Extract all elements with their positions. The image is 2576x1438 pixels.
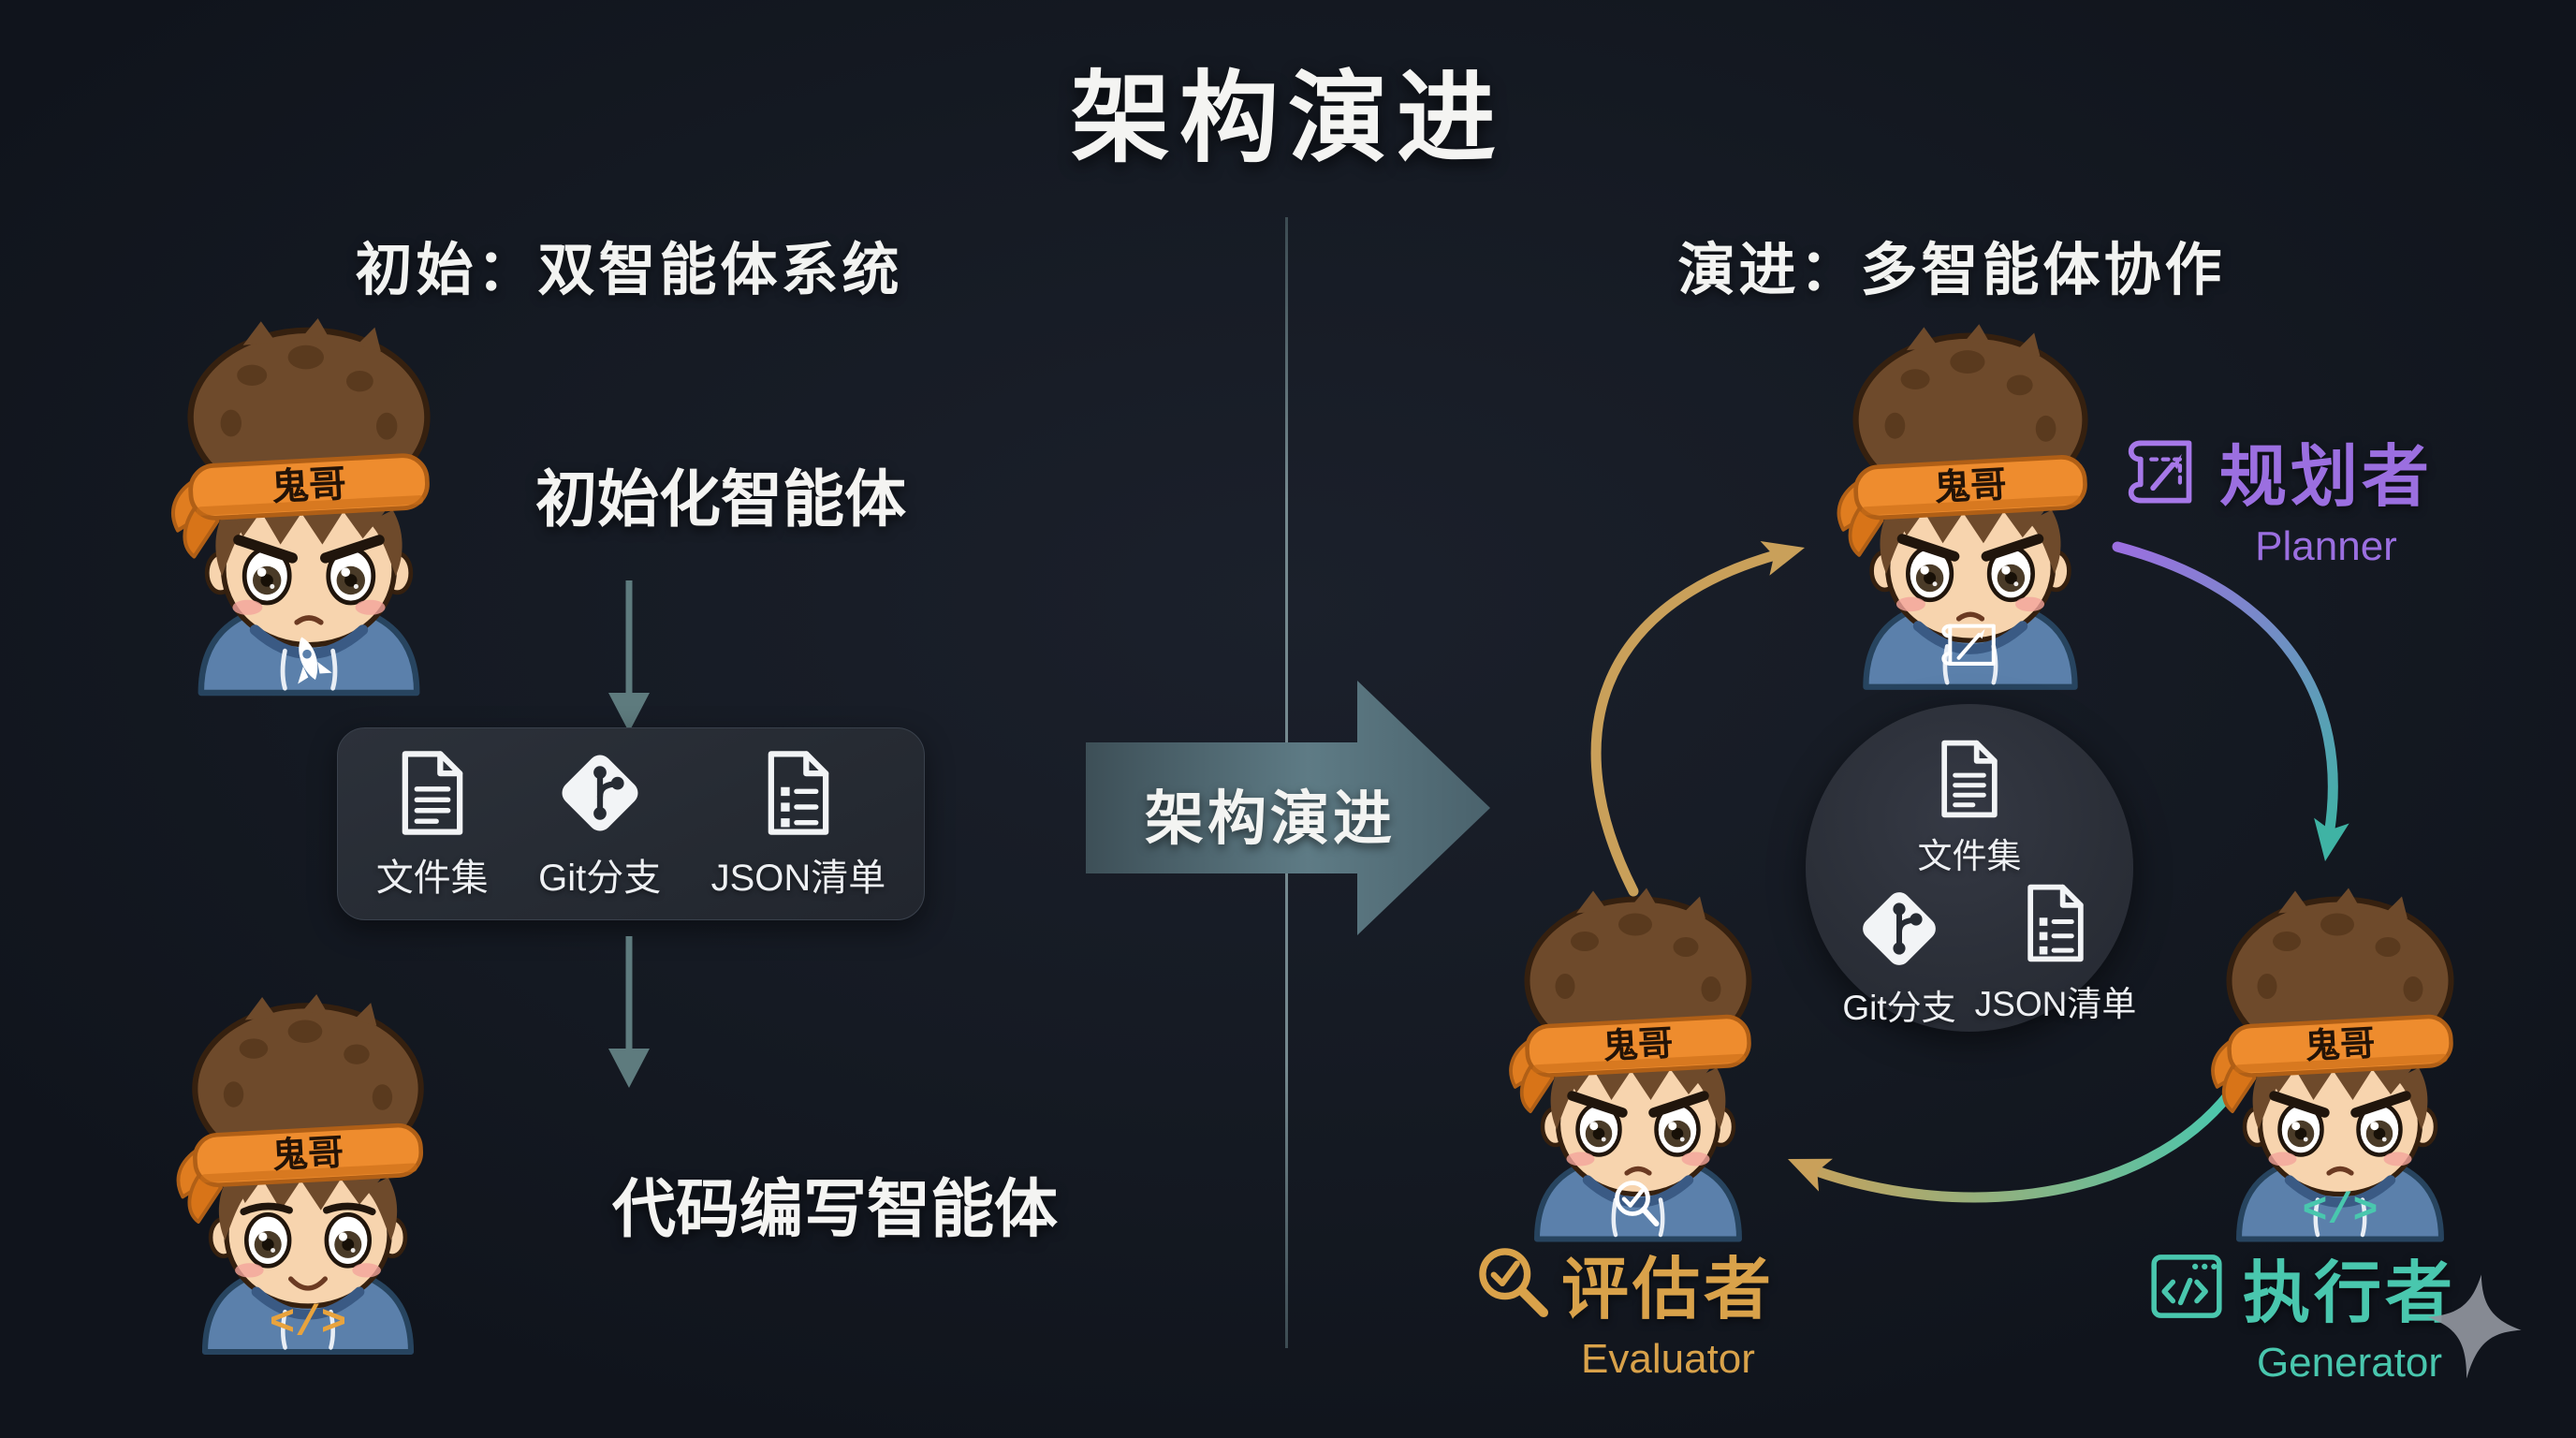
blueprint-emblem-icon	[1941, 624, 1996, 666]
planner-label-en: Planner	[2255, 523, 2397, 569]
artifact-item: Git分支	[538, 746, 661, 902]
evaluator-label-zh: 评估者	[1560, 1253, 1775, 1328]
planner-agent-avatar: 鬼哥	[1825, 324, 2115, 687]
evaluator-agent-avatar: 鬼哥	[1498, 888, 1778, 1240]
artifact-label: 文件集	[375, 858, 489, 899]
hub-item: 文件集	[1806, 736, 2133, 878]
git-branch-icon	[1854, 884, 1944, 974]
generator-label-zh: 执行者	[2242, 1256, 2456, 1331]
coder-agent-label: 代码编写智能体	[611, 1174, 1058, 1245]
hub-label: JSON清单	[1974, 985, 2137, 1023]
git-branch-icon	[553, 746, 647, 840]
artifacts-box: 文件集 Git分支 JSON清单	[337, 727, 925, 920]
planner-label-group: 规划者 Planner	[2209, 421, 2443, 570]
headband-text: 鬼哥	[2304, 1023, 2376, 1066]
headband-text: 鬼哥	[1933, 464, 2008, 508]
document-icon	[1926, 736, 2012, 822]
evaluator-magnifier-icon	[1471, 1240, 1554, 1323]
artifact-label: Git分支	[538, 858, 662, 899]
artifact-label: JSON清单	[710, 858, 886, 899]
right-section-header: 演进：多智能体协作	[1677, 238, 2226, 301]
evolution-arrow-label: 架构演进	[1145, 786, 1396, 852]
document-icon	[386, 746, 479, 840]
artifact-item: 文件集	[376, 746, 489, 902]
down-arrow-icon	[608, 580, 650, 732]
down-arrow-icon	[608, 936, 650, 1088]
generator-label-en: Generator	[2256, 1340, 2443, 1386]
code-emblem-icon: </>	[270, 1299, 347, 1348]
evolution-arrow	[1086, 681, 1490, 935]
generator-code-window-icon	[2145, 1245, 2228, 1328]
left-section-header: 初始：双智能体系统	[355, 238, 903, 301]
hub-item: JSON清单	[1957, 876, 2154, 1026]
generator-agent-avatar: 鬼哥 </>	[2200, 888, 2481, 1240]
artifact-item: JSON清单	[711, 746, 886, 902]
generator-label-group: 执行者 Generator	[2237, 1238, 2462, 1387]
json-list-icon	[752, 746, 845, 840]
sparkle-icon	[2427, 1274, 2522, 1379]
headband-text: 鬼哥	[1602, 1023, 1674, 1066]
headband-text: 鬼哥	[271, 1132, 345, 1176]
planner-label-zh: 规划者	[2218, 440, 2433, 515]
page-title: 架构演进	[1071, 64, 1505, 174]
evaluator-label-group: 评估者 Evaluator	[1556, 1234, 1780, 1383]
cycle-arrows	[1590, 541, 2349, 1203]
rocket-icon	[298, 637, 332, 684]
coder-agent-avatar: 鬼哥 </>	[165, 994, 451, 1352]
shared-artifacts-hub: 文件集 Git分支 JSON清单	[1806, 704, 2136, 1032]
hub-item: Git分支	[1815, 884, 1983, 1030]
initializer-agent-label: 初始化智能体	[535, 464, 906, 534]
json-list-icon	[2012, 876, 2099, 970]
magnifier-emblem-icon	[1615, 1181, 1660, 1226]
planner-blueprint-icon	[2114, 429, 2200, 515]
hub-label: 文件集	[1917, 837, 2022, 875]
initializer-agent-avatar: 鬼哥	[159, 318, 459, 693]
headband-text: 鬼哥	[271, 463, 347, 508]
hub-label: Git分支	[1842, 989, 1956, 1027]
evaluator-label-en: Evaluator	[1581, 1336, 1755, 1382]
code-emblem-icon: </>	[2302, 1188, 2378, 1236]
